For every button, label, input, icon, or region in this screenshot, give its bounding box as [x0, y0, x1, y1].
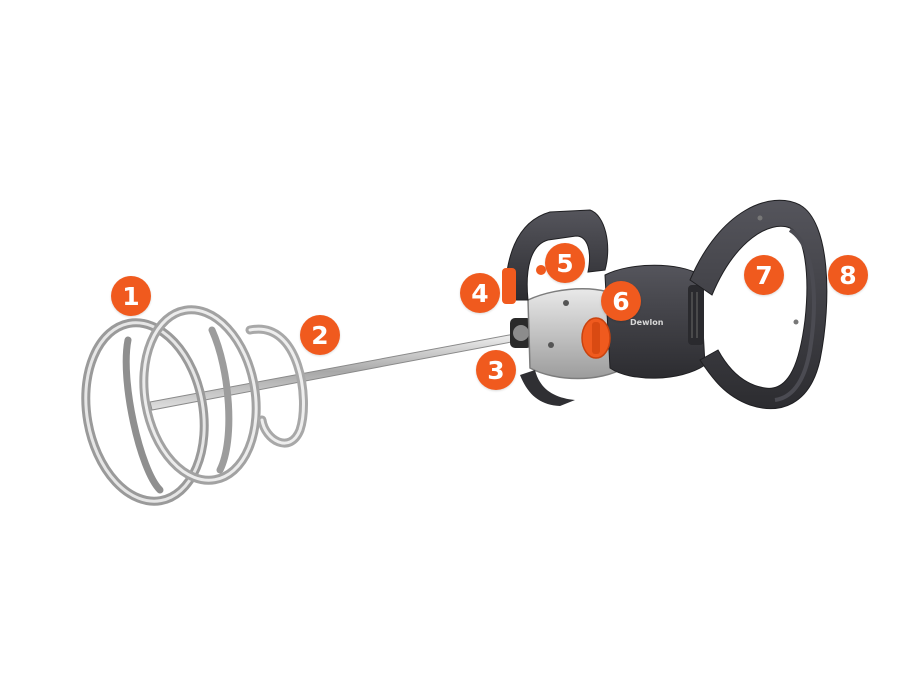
speed-dial: [581, 317, 611, 359]
brand-label: Dewlon: [630, 318, 664, 327]
callout-1: 1: [111, 276, 151, 316]
lock-button: [536, 265, 546, 275]
front-handle: [504, 209, 609, 406]
callout-8: 8: [828, 255, 868, 295]
rear-handle: [689, 199, 828, 409]
callout-7: 7: [744, 255, 784, 295]
chuck: [510, 318, 532, 348]
callout-6: 6: [601, 281, 641, 321]
speed-switch: [502, 268, 516, 304]
callout-5: 5: [545, 243, 585, 283]
callout-3: 3: [476, 350, 516, 390]
mixing-paddle: [81, 305, 308, 506]
callout-2: 2: [300, 315, 340, 355]
callout-4: 4: [460, 273, 500, 313]
